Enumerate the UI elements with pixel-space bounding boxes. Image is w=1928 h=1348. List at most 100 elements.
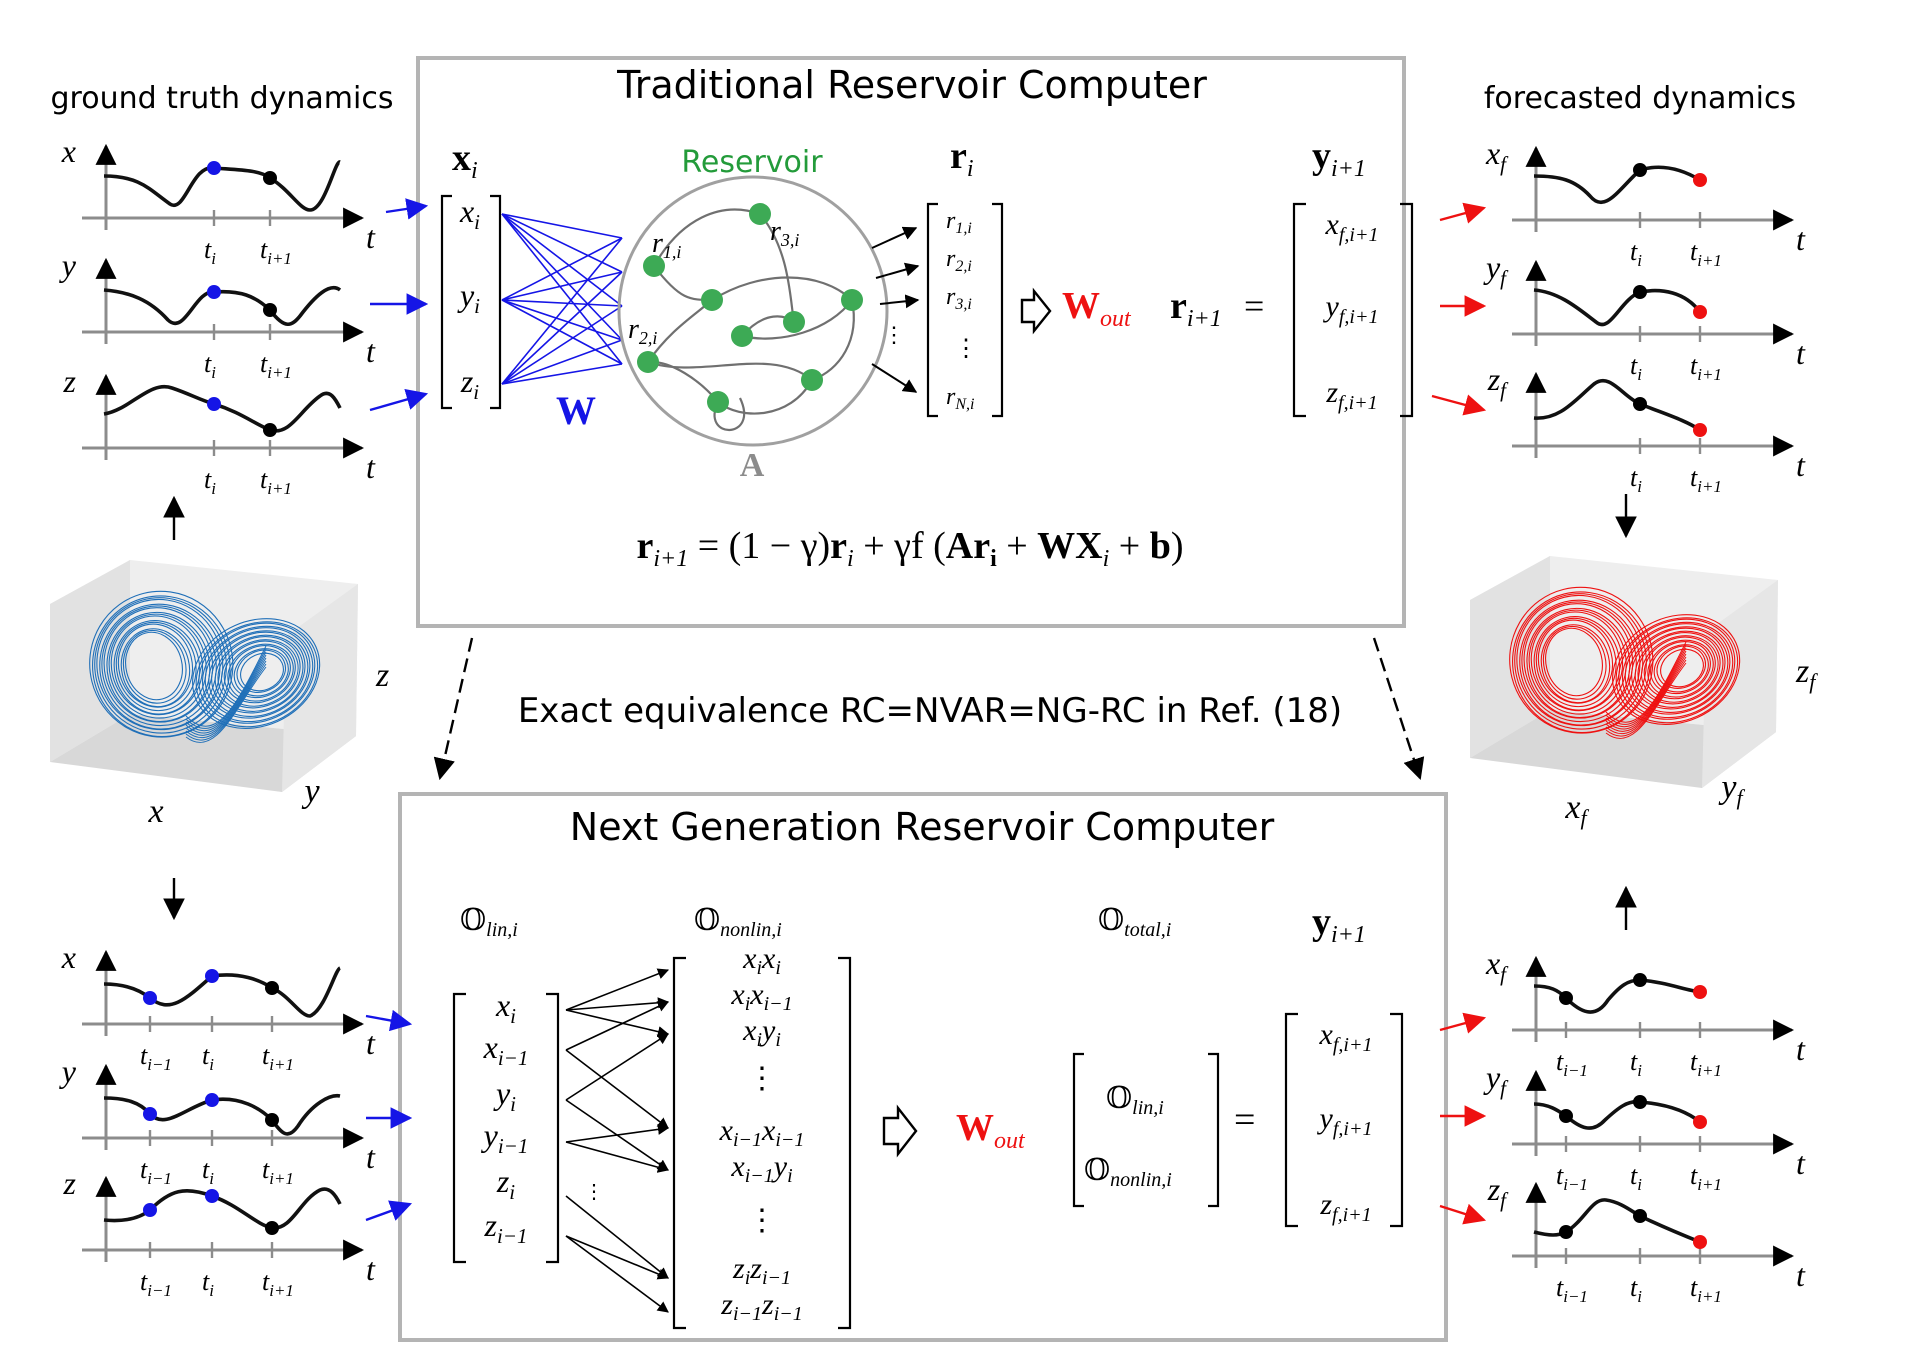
right-lobe-orbit — [1660, 648, 1704, 688]
lobe-crossover — [1605, 653, 1687, 732]
left-lobe-orbit — [113, 620, 201, 715]
equivalence-arrow-left — [433, 637, 474, 781]
rc-box — [416, 56, 1406, 628]
ngrc-title: Next Generation Reservoir Computer — [570, 805, 1275, 849]
ngrc-output-header: yi+1 — [1312, 901, 1366, 948]
rc-output-bracket-left — [1292, 202, 1306, 418]
right-lobe-orbit — [217, 636, 301, 709]
ngrc-vec-lin: 𝕆lin,i — [1106, 1082, 1164, 1119]
reservoir-node — [783, 311, 805, 333]
tick-label: ti — [1630, 237, 1642, 270]
left-lobe-orbit — [117, 623, 194, 708]
ngrc-nonlin-term: xixi — [742, 942, 781, 979]
reservoir-node — [841, 289, 863, 311]
sample-point — [1693, 1115, 1707, 1129]
fc-output-arrow — [1439, 1012, 1487, 1034]
tick-label: ti — [1630, 1161, 1642, 1194]
tick-label: ti — [1630, 1047, 1642, 1080]
ngrc-total-bracket-left — [1072, 1052, 1084, 1208]
rc-title: Traditional Reservoir Computer — [616, 63, 1207, 107]
reservoir-edge — [647, 360, 813, 381]
lobe-crossover — [185, 648, 267, 729]
variable-label: yf — [1483, 1059, 1509, 1100]
right-lobe-orbit — [1615, 617, 1739, 724]
feature-arrow — [565, 1235, 670, 1280]
left-lobe-orbit — [1535, 617, 1617, 708]
sample-point — [143, 1203, 157, 1217]
readout-arrow — [879, 294, 920, 309]
tick-label: ti — [204, 349, 216, 382]
sample-point — [1633, 1095, 1647, 1109]
fc-output-arrow — [1431, 394, 1487, 416]
ngrc-lin-bracket-left — [452, 992, 466, 1264]
nonlin-ellipsis: ⋮ — [747, 1062, 777, 1095]
left-lobe-orbit — [115, 621, 197, 712]
tick-label: ti+1 — [1690, 1047, 1722, 1080]
tick-label: ti+1 — [260, 465, 292, 498]
w-connection — [501, 237, 623, 301]
rc-output-entry: xf,i+1 — [1325, 208, 1379, 246]
rc-equals: = — [1244, 286, 1264, 326]
feature-arrow — [565, 1001, 670, 1051]
rc-state-entry: rN,i — [946, 384, 974, 413]
left-lobe-orbit — [96, 598, 224, 731]
lobe-crossover — [1605, 647, 1687, 728]
left-lobe-orbit — [92, 595, 231, 738]
rc-input-bracket-right — [490, 194, 502, 410]
rc-update-equation: ri+1 = (1 − γ)ri + γf (Ari + WXi + b) — [636, 525, 1183, 572]
ngrc-output-entry: zf,i+1 — [1319, 1188, 1371, 1226]
sample-point — [1633, 285, 1647, 299]
ground-truth-attractor: xyz — [50, 560, 389, 830]
left-lobe-orbit — [1509, 586, 1654, 734]
readout-arrow — [871, 226, 918, 249]
forecasted-label: forecasted dynamics — [1484, 81, 1796, 116]
variable-label: zf — [1487, 1171, 1509, 1212]
right-lobe-orbit — [221, 639, 299, 707]
left-lobe-orbit — [1514, 593, 1647, 730]
left-lobe-orbit — [89, 590, 234, 738]
trajectory — [103, 1094, 341, 1136]
box-floor-face — [1470, 710, 1776, 788]
reservoir-label: Reservoir — [681, 145, 823, 180]
ngrc-output-bracket-left — [1284, 1012, 1298, 1228]
sample-point — [263, 303, 277, 317]
left-lobe-orbit — [103, 607, 214, 723]
reservoir-edge — [811, 299, 855, 382]
variable-label: xf — [1485, 135, 1509, 176]
lobe-crossover — [185, 651, 267, 732]
sample-point — [143, 1107, 157, 1121]
right-lobe-orbit — [1621, 621, 1734, 719]
right-lobe-orbit — [233, 648, 289, 697]
rc-r-next: ri+1 — [1170, 285, 1222, 332]
reservoir-edge — [647, 299, 713, 363]
trajectory — [103, 384, 342, 433]
right-lobe-orbit — [1656, 645, 1706, 689]
tick-label: ti−1 — [1556, 1273, 1588, 1306]
reservoir-edge — [711, 276, 853, 301]
w-connection — [501, 271, 623, 301]
rc-input-z: zi — [460, 363, 479, 404]
state-ellipsis: ⋮ — [954, 336, 978, 362]
feature-ellipsis: ⋮ — [584, 1181, 604, 1203]
variable-label: x — [61, 939, 76, 975]
reservoir-node — [749, 203, 771, 225]
feature-arrow — [565, 1141, 670, 1173]
rc-state-vector: r1,ir2,ir3,irN,i⋮ — [946, 208, 978, 413]
tick-label: ti — [1630, 463, 1642, 496]
nonlin-ellipsis: ⋮ — [747, 1204, 777, 1237]
ngrc-nonlin-term: xi−1yi — [730, 1150, 792, 1187]
tick-label: ti+1 — [1690, 1161, 1722, 1194]
left-lobe-orbit — [1533, 616, 1621, 711]
w-connection — [501, 237, 623, 385]
reservoir-node — [701, 289, 723, 311]
tick-label: ti — [204, 465, 216, 498]
attractor-x-label: x — [147, 793, 163, 830]
ngrc-output-entry: yf,i+1 — [1317, 1102, 1373, 1140]
fc-output-arrow — [1439, 1203, 1487, 1225]
